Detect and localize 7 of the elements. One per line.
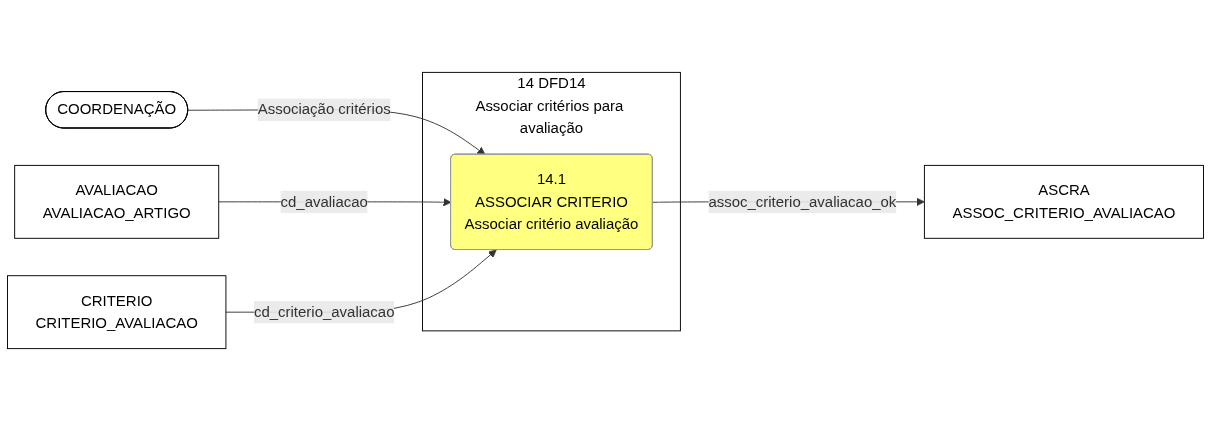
node-box: ASCRA ASSOC_CRITERIO_AVALIACAO [923, 164, 1204, 239]
node-box: AVALIACAO AVALIACAO_ARTIGO [14, 164, 220, 239]
node-box: CRITERIO CRITERIO_AVALIACAO [7, 275, 227, 350]
edge-label: cd_avaliacao [280, 193, 368, 210]
edge-label: assoc_criterio_avaliacao_ok [708, 193, 897, 210]
edge-label: cd_criterio_avaliacao [253, 303, 395, 320]
edge-label: Associação critérios [257, 101, 391, 118]
